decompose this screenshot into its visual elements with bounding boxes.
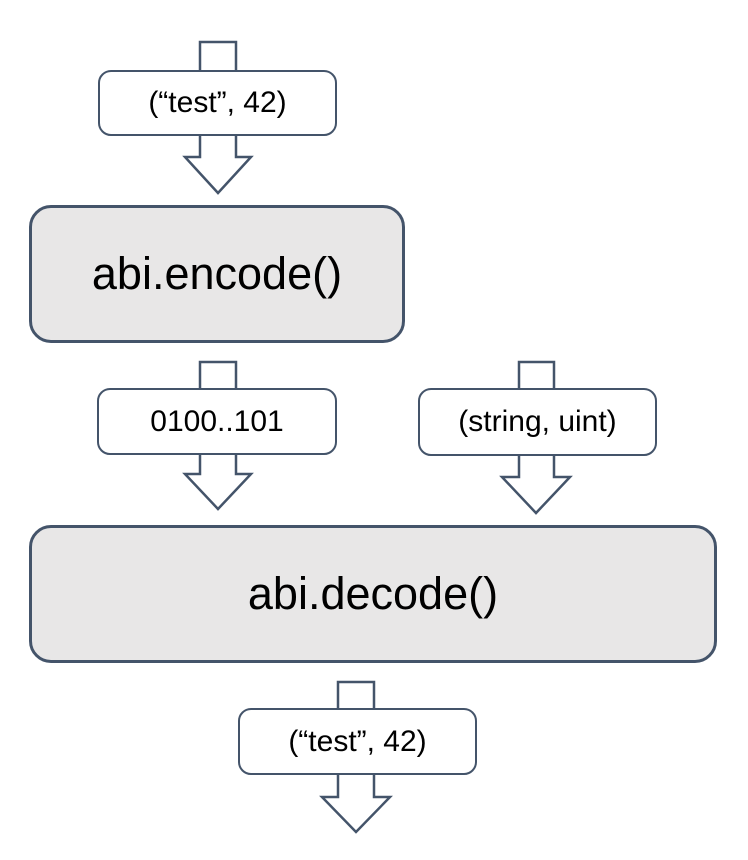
abi-decode-text: abi.decode() [247, 568, 499, 619]
encoded-bytes-text: 0100..101 [150, 404, 284, 438]
type-tuple-label: (string, uint) [418, 388, 657, 456]
abi-encode-box: abi.encode() [29, 205, 405, 343]
abi-encode-text: abi.encode() [91, 248, 343, 299]
abi-decode-box: abi.decode() [29, 525, 717, 663]
input-args-label: (“test”, 42) [98, 70, 337, 136]
encoded-bytes-label: 0100..101 [97, 388, 337, 455]
input-args-text: (“test”, 42) [148, 86, 287, 119]
type-tuple-text: (string, uint) [458, 405, 617, 438]
output-args-label: (“test”, 42) [238, 708, 477, 775]
output-args-text: (“test”, 42) [288, 724, 427, 758]
